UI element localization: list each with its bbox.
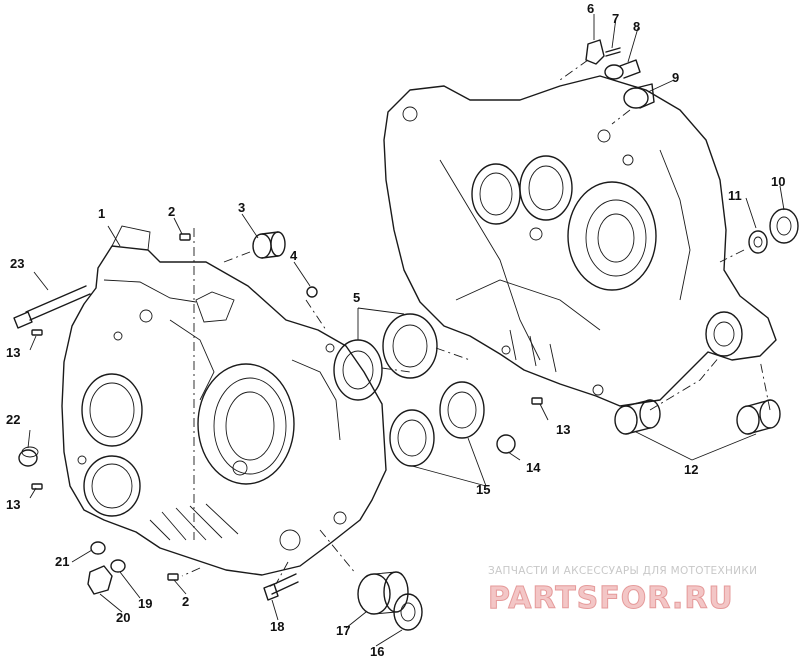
- right-crankcase-half: [383, 75, 777, 407]
- callout-2: 2: [168, 204, 175, 219]
- callout-5: 5: [353, 290, 360, 305]
- callout-19: 19: [138, 596, 152, 611]
- callout-1: 1: [98, 206, 105, 221]
- part-12-bushings: [614, 399, 781, 435]
- watermark-brand: PARTSFOR.RU: [488, 581, 734, 616]
- left-crankcase-half: [61, 225, 387, 576]
- callout-23: 23: [10, 256, 24, 271]
- callout-15: 15: [476, 482, 490, 497]
- callout-14: 14: [526, 460, 541, 475]
- callout-22: 22: [6, 412, 20, 427]
- callout-13: 13: [556, 422, 570, 437]
- callout-17: 17: [336, 623, 350, 638]
- part-5-bearings: [333, 313, 438, 401]
- callout-10: 10: [771, 174, 785, 189]
- part-2-pins: [167, 233, 191, 581]
- callout-13: 13: [6, 497, 20, 512]
- callout-7: 7: [612, 11, 619, 26]
- part-22-plug: [18, 446, 39, 467]
- callout-16: 16: [370, 644, 384, 659]
- callout-20: 20: [116, 610, 130, 625]
- part-13-dowel-pins: [31, 329, 543, 490]
- part-23-long-bolt: [13, 285, 91, 329]
- callout-12: 12: [684, 462, 698, 477]
- callout-11: 11: [728, 188, 742, 203]
- part-4-ring: [306, 286, 318, 298]
- callout-3: 3: [238, 200, 245, 215]
- callout-9: 9: [672, 70, 679, 85]
- callout-6: 6: [587, 1, 594, 16]
- part-15-bearings: [389, 381, 485, 467]
- callout-8: 8: [633, 19, 640, 34]
- callout-4: 4: [290, 248, 298, 263]
- part-10-11-seals: [748, 208, 799, 254]
- part-6-9-top-parts: [585, 39, 655, 109]
- callout-18: 18: [270, 619, 284, 634]
- callout-labels: 1 2 2 3 4 5 6 7 8 9 10 11 12 13 13 13 14…: [6, 1, 785, 659]
- watermark-subtitle: ЗАПЧАСТИ И АКСЕССУАРЫ ДЛЯ МОТОТЕХНИКИ: [488, 565, 757, 577]
- callout-2: 2: [182, 594, 189, 609]
- callout-13: 13: [6, 345, 20, 360]
- part-3-sleeve: [252, 231, 286, 259]
- part-18-bolt: [263, 573, 299, 601]
- part-19-21-drain-plug: [87, 541, 126, 595]
- watermark-logo: ЗАПЧАСТИ И АКСЕССУАРЫ ДЛЯ МОТОТЕХНИКИ PA…: [488, 565, 757, 617]
- part-14-ball: [496, 434, 516, 454]
- callout-21: 21: [55, 554, 69, 569]
- part-16-17-bearing-seal: [357, 571, 423, 631]
- leader-lines: [27, 14, 785, 647]
